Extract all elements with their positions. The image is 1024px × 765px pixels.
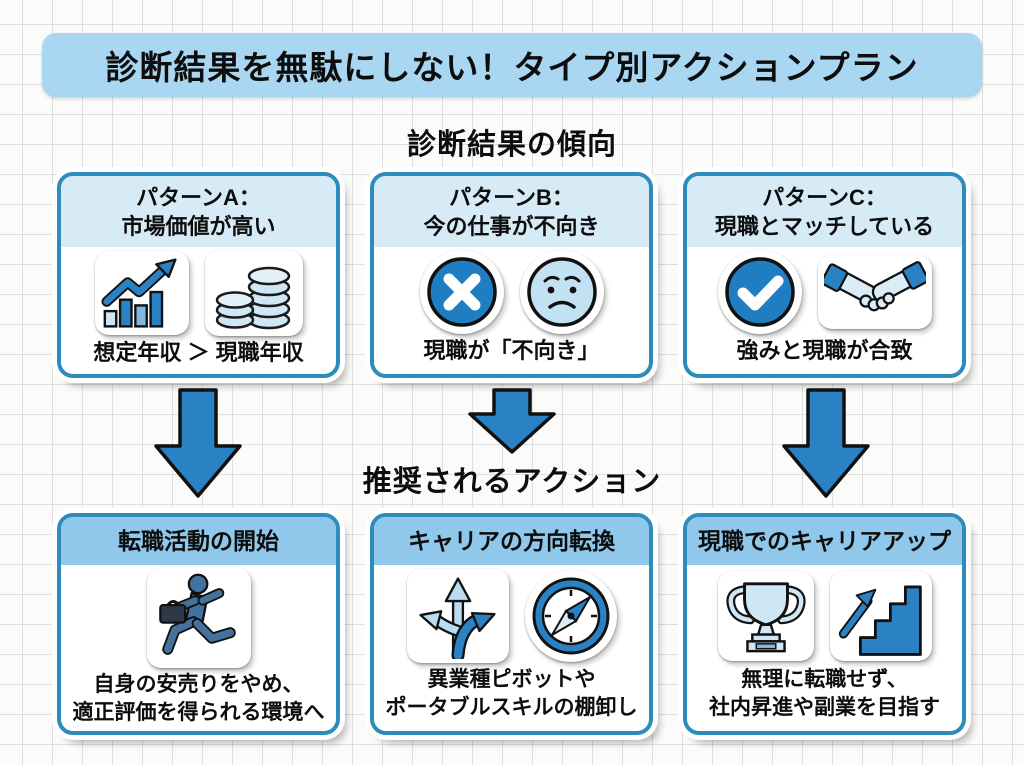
pattern-card-a: パターンA： 市場価値が高い [57, 172, 340, 378]
action-card-2-caption: 異業種ピボットや ポータブルスキルの棚卸し [385, 668, 638, 719]
pattern-card-c: パターンC： 現職とマッチしている [683, 172, 966, 378]
pattern-card-c-icons [687, 247, 962, 337]
running-businessman-icon [146, 568, 251, 669]
compass-icon [524, 569, 617, 662]
action-card-1-icons [61, 565, 336, 671]
action-card-3-caption: 無理に転職せず、 社内昇進や副業を目指す [709, 668, 940, 719]
action-card-1-caption: 自身の安売りをやめ、 適正評価を得られる環境へ [72, 673, 325, 724]
pattern-card-c-title: パターンC： 現職とマッチしている [687, 176, 962, 248]
pattern-card-b: パターンB： 今の仕事が不向き 現職が「不向き [370, 172, 653, 378]
check-circle-icon [717, 250, 802, 335]
section-heading-recommended-action: 推奨されるアクション [362, 466, 662, 498]
action-card-2-icons [374, 565, 649, 666]
action-card-career-pivot: キャリアの方向転換 [370, 513, 653, 735]
down-arrow-left [152, 388, 244, 505]
bar-chart-growth-icon [94, 251, 189, 336]
pattern-card-b-title: パターンB： 今の仕事が不向き [374, 176, 649, 248]
action-card-3-title: 現職でのキャリアアップ [687, 517, 962, 566]
section-heading-diagnosis-trend: 診断結果の傾向 [406, 129, 617, 161]
handshake-icon [817, 255, 932, 330]
pattern-card-b-icons [374, 247, 649, 337]
down-arrow-right [780, 388, 872, 505]
stairs-growth-icon [829, 570, 932, 661]
page-title: 診断結果を無駄にしない！タイプ別アクションプラン [105, 49, 919, 86]
title-banner: 診断結果を無駄にしない！タイプ別アクションプラン [42, 33, 982, 97]
action-card-career-up: 現職でのキャリアアップ [683, 513, 966, 735]
trophy-icon [717, 570, 814, 661]
pattern-card-a-icons [61, 247, 336, 339]
action-card-2-title: キャリアの方向転換 [374, 517, 649, 566]
pattern-card-a-caption: 想定年収 ＞ 現職年収 [93, 340, 304, 366]
down-arrow-middle [466, 388, 558, 461]
action-card-1-title: 転職活動の開始 [61, 517, 336, 566]
coin-stack-icon [204, 250, 303, 337]
action-card-3-icons [687, 565, 962, 666]
pattern-card-c-caption: 強みと現職が合致 [736, 338, 913, 364]
action-card-job-change: 転職活動の開始 自身の安売りを [57, 513, 340, 735]
worried-face-icon [519, 250, 604, 335]
pattern-card-a-title: パターンA： 市場価値が高い [61, 176, 336, 248]
x-circle-icon [419, 250, 504, 335]
branching-arrows-icon [406, 568, 509, 663]
pattern-card-b-caption: 現職が「不向き」 [423, 338, 600, 364]
